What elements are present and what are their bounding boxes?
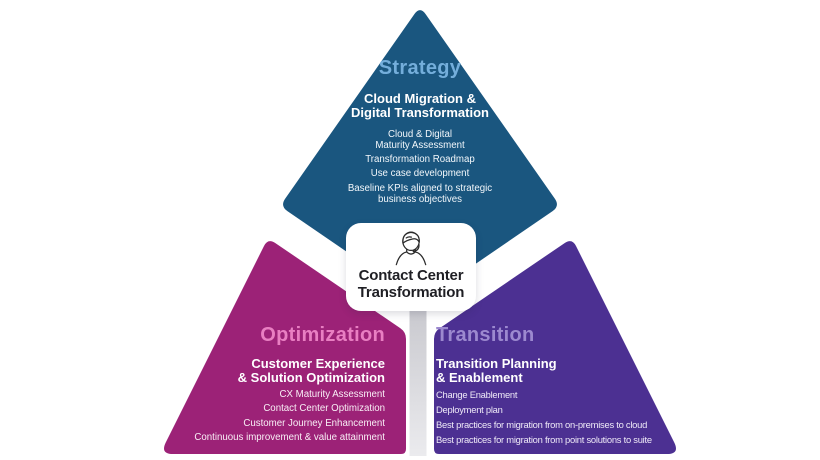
transition-subtitle: Transition Planning & Enablement: [436, 356, 557, 385]
list-item: Baseline KPIs aligned to strategic busin…: [347, 182, 493, 205]
optimization-section-shape: [164, 241, 406, 454]
agent-headset-icon: [388, 227, 434, 267]
optimization-subtitle: Customer Experience & Solution Optimizat…: [237, 356, 385, 385]
strategy-title: Strategy: [378, 57, 462, 79]
center-card: Contact Center Transformation: [346, 223, 476, 311]
transition-items: Change Enablement Deployment plan Best p…: [436, 389, 698, 445]
strategy-section: Strategy Cloud Migration & Digital Trans…: [300, 57, 540, 208]
optimization-title: Optimization: [260, 324, 385, 346]
center-card-label: Contact Center Transformation: [357, 267, 465, 301]
list-item: Continuous improvement & value attainmen…: [194, 432, 385, 444]
list-item: Contact Center Optimization: [263, 403, 385, 415]
list-item: Use case development: [370, 168, 470, 180]
list-item: Change Enablement: [436, 389, 518, 400]
transition-title: Transition: [436, 324, 535, 346]
transition-section: Transition Transition Planning & Enablem…: [436, 324, 698, 449]
strategy-items: Cloud & Digital Maturity Assessment Tran…: [300, 129, 540, 205]
list-item: Best practices for migration from on-pre…: [436, 418, 648, 430]
optimization-section: Optimization Customer Experience & Solut…: [155, 324, 385, 447]
list-item: Best practices for migration from point …: [436, 433, 652, 445]
list-item: Transformation Roadmap: [365, 154, 475, 166]
optimization-items: CX Maturity Assessment Contact Center Op…: [155, 389, 385, 444]
list-item: Deployment plan: [436, 403, 503, 415]
list-item: Customer Journey Enhancement: [243, 417, 385, 429]
list-item: CX Maturity Assessment: [279, 389, 385, 400]
strategy-subtitle: Cloud Migration & Digital Transformation: [351, 91, 489, 120]
transition-section-shape: [434, 241, 676, 454]
list-item: Cloud & Digital Maturity Assessment: [375, 129, 465, 152]
connector-stem: [409, 295, 427, 456]
